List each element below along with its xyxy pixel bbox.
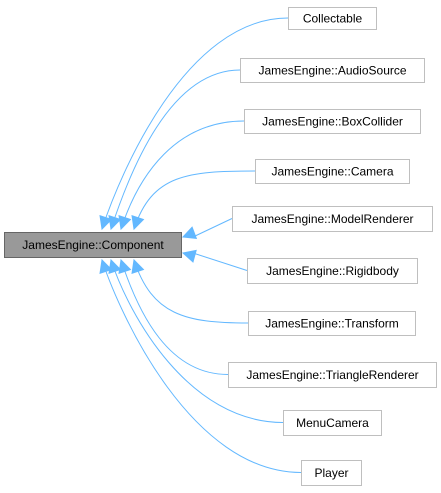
node-component-label: JamesEngine::Component [22,238,164,252]
node-component-box [4,232,182,258]
node-trianglerenderer-box [228,362,437,388]
node-player-label: Player [314,466,348,480]
node-camera-label: JamesEngine::Camera [271,165,393,179]
node-trianglerenderer[interactable]: JamesEngine::TriangleRenderer [228,362,437,388]
edge-rigidbody-to-component [192,252,248,271]
node-modelrenderer-box [232,206,433,232]
node-boxcollider-label: JamesEngine::BoxCollider [262,115,403,129]
node-component[interactable]: JamesEngine::Component [4,232,182,258]
node-trianglerenderer-label: JamesEngine::TriangleRenderer [246,368,418,382]
node-player[interactable]: Player [301,460,362,486]
node-menucamera-label: MenuCamera [296,416,369,430]
edge-collectable-to-component [101,17,289,230]
node-collectable[interactable]: Collectable [288,7,377,30]
arrowhead-boxcollider [118,215,132,231]
inheritance-edges [99,17,302,473]
node-audiosource-box [240,58,425,83]
node-transform[interactable]: JamesEngine::Transform [248,311,416,336]
node-audiosource[interactable]: JamesEngine::AudioSource [240,58,425,83]
node-collectable-label: Collectable [303,12,363,26]
arrowhead-menucamera [108,258,122,274]
edge-audiosource-to-component [110,69,241,230]
arrowhead-audiosource [108,215,122,231]
edge-camera-to-component [133,170,256,230]
edge-boxcollider-to-component [120,120,245,230]
edge-modelrenderer-to-component [192,218,233,238]
node-camera[interactable]: JamesEngine::Camera [255,159,410,184]
node-rigidbody-label: JamesEngine::Rigidbody [266,264,399,278]
arrowhead-collectable [99,215,113,231]
node-boxcollider[interactable]: JamesEngine::BoxCollider [244,109,421,134]
node-rigidbody[interactable]: JamesEngine::Rigidbody [247,258,418,284]
node-menucamera[interactable]: MenuCamera [283,410,382,436]
edge-transform-to-component [133,259,249,324]
arrowhead-modelrenderer [181,226,198,239]
node-player-box [301,460,362,486]
node-rigidbody-box [247,258,418,284]
node-boxcollider-box [244,109,421,134]
arrowhead-rigidbody [181,249,197,263]
class-nodes: JamesEngine::Component CollectableJamesEn… [4,7,437,486]
node-transform-box [248,311,416,336]
node-modelrenderer[interactable]: JamesEngine::ModelRenderer [232,206,433,232]
edge-player-to-component [101,259,302,473]
arrowhead-transform [131,258,145,274]
node-menucamera-box [283,410,382,436]
edge-trianglerenderer-to-component [120,259,229,375]
node-audiosource-label: JamesEngine::AudioSource [258,64,406,78]
node-collectable-box [288,7,377,30]
arrowhead-player [99,258,113,274]
node-transform-label: JamesEngine::Transform [265,317,399,331]
arrowhead-trianglerenderer [118,258,132,274]
node-camera-box [255,159,410,184]
node-modelrenderer-label: JamesEngine::ModelRenderer [251,212,413,226]
edge-menucamera-to-component [110,259,284,423]
arrowhead-camera [131,215,145,231]
